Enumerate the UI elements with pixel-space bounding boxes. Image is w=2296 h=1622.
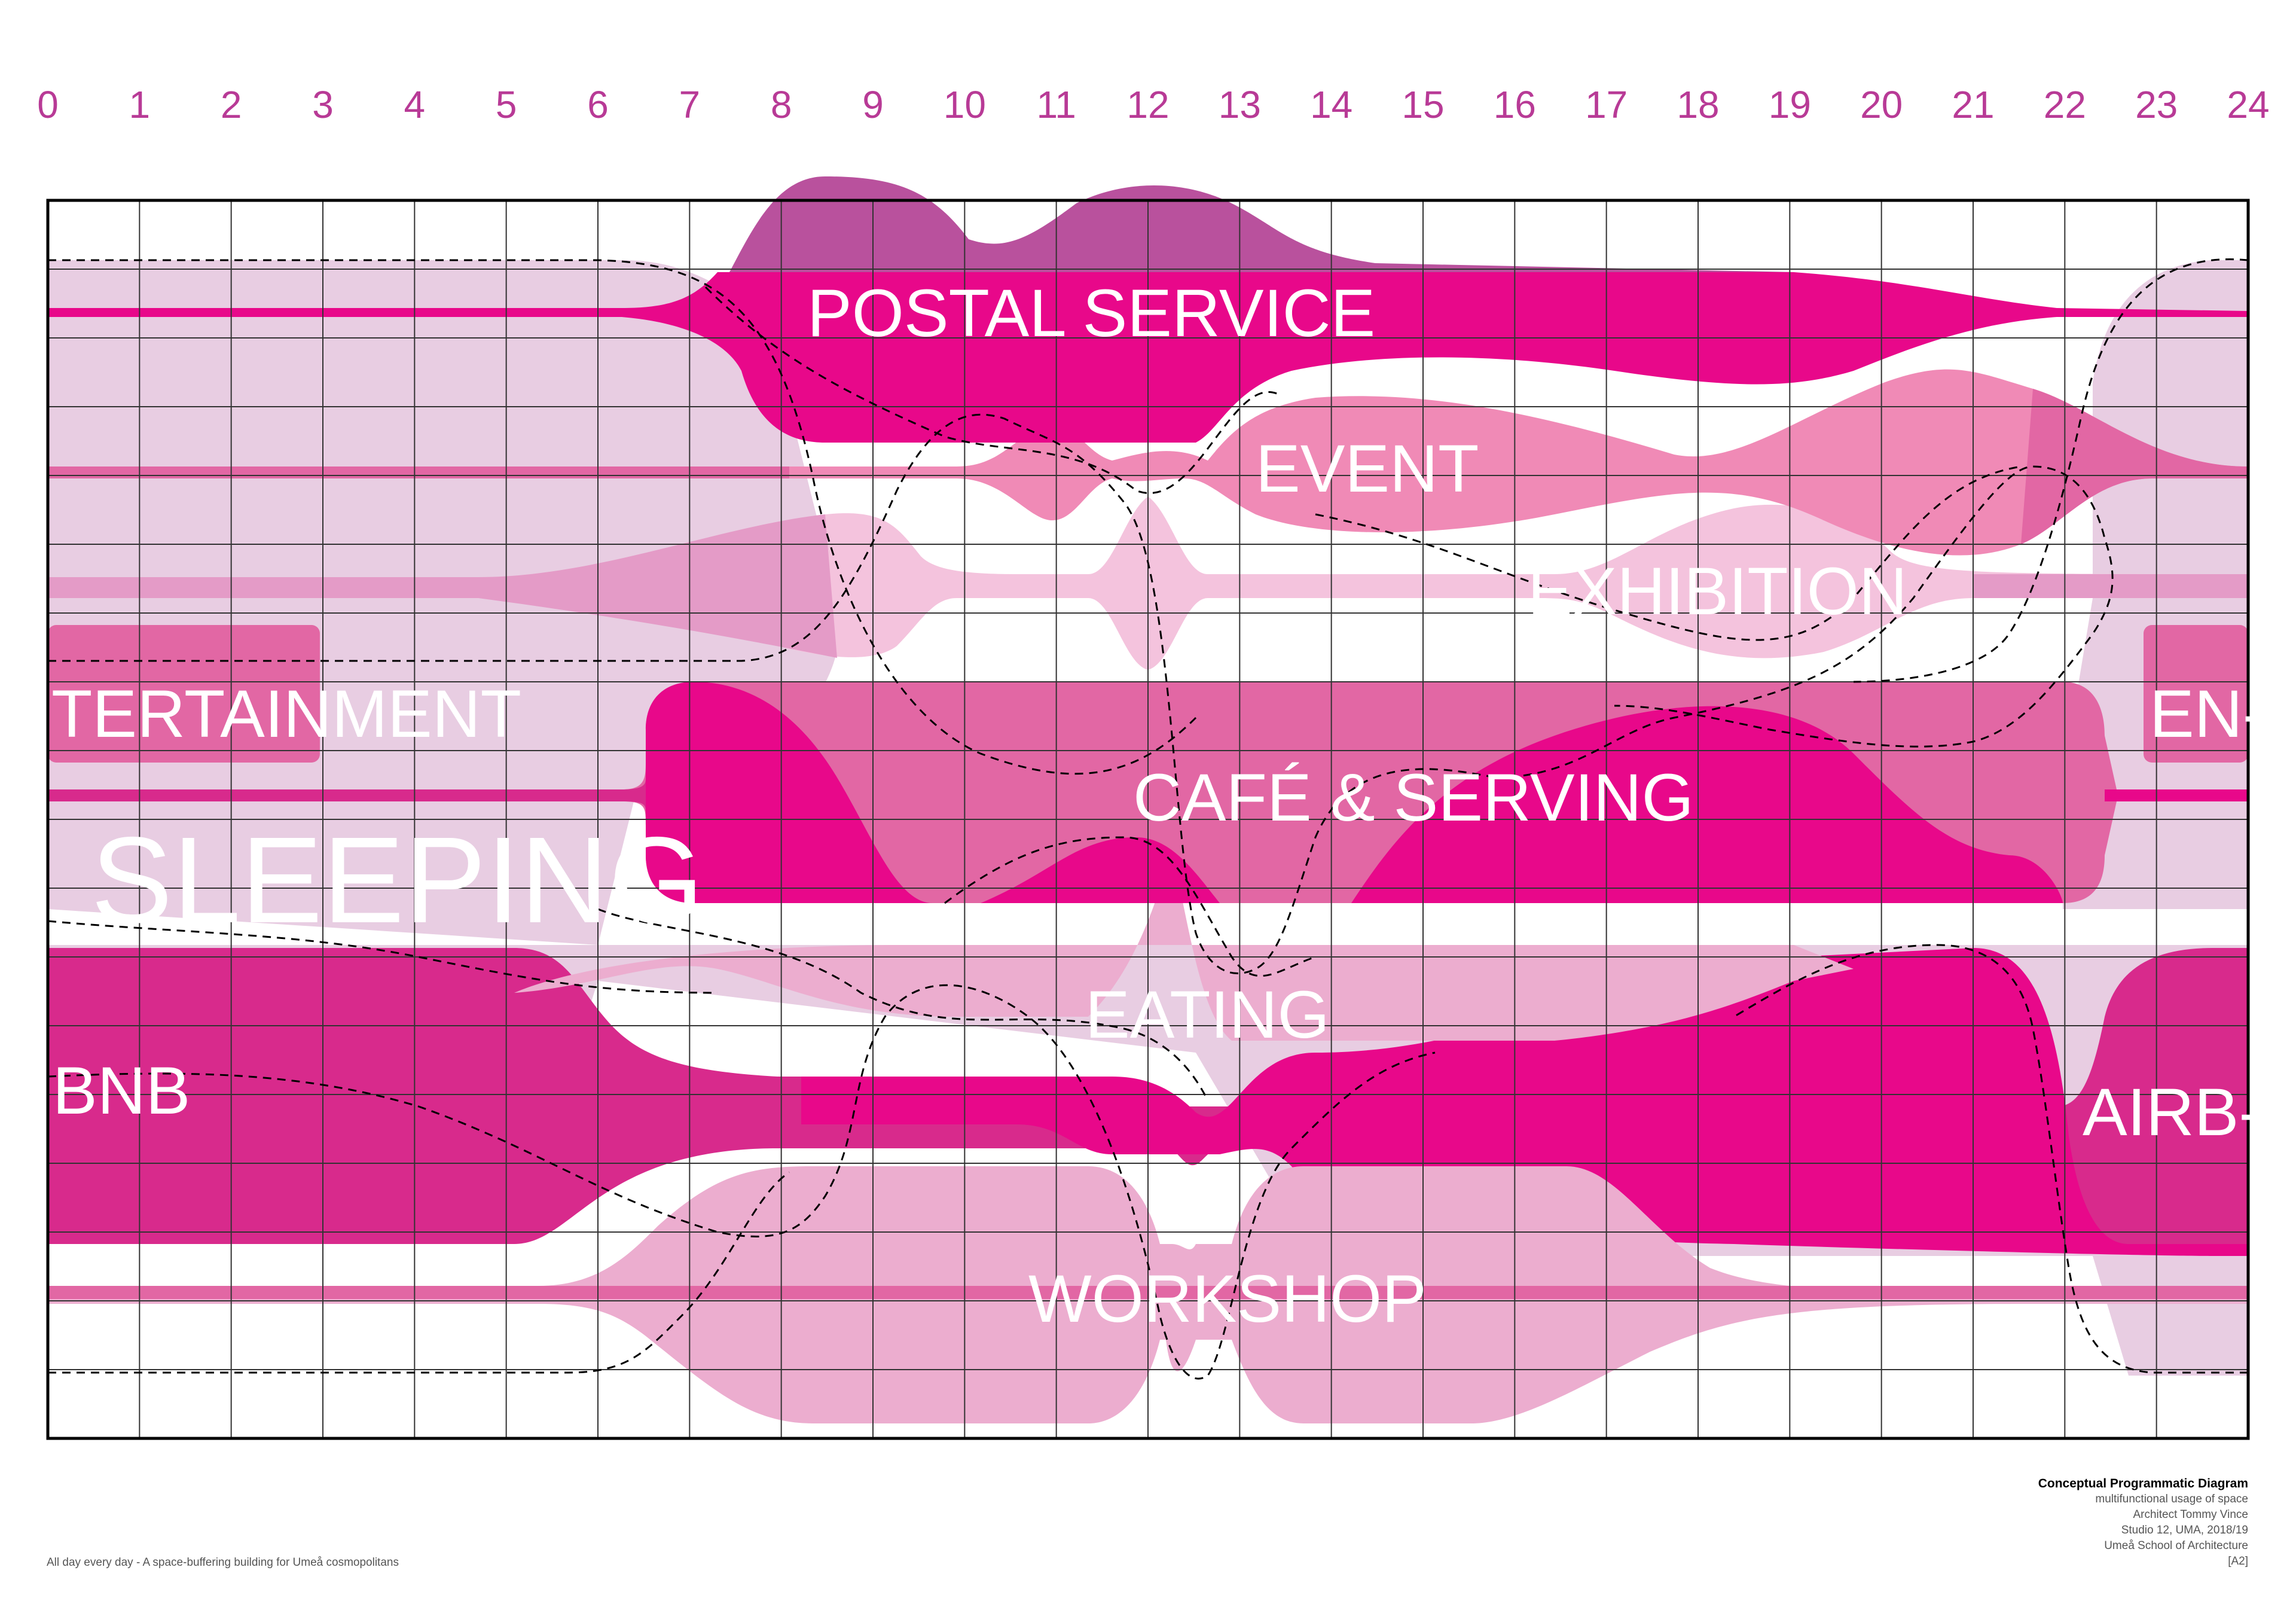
hour-label: 9 — [862, 83, 884, 126]
airbnb-magenta-band — [801, 948, 2248, 1256]
hour-label: 18 — [1677, 83, 1719, 126]
hour-label: 13 — [1219, 83, 1261, 126]
credits-line: Studio 12, UMA, 2018/19 — [2121, 1524, 2248, 1536]
exhibition-right-strip — [1973, 574, 2248, 598]
grid — [48, 200, 2248, 1438]
label-exhibition: EXHIBITION — [1528, 554, 1907, 629]
hour-label: 10 — [944, 83, 986, 126]
label-entertainment-right: EN- — [2150, 676, 2265, 751]
credits-line: multifunctional usage of space — [2095, 1493, 2248, 1505]
dashed-line-bnb — [47, 984, 1436, 1380]
label-eating: EATING — [1085, 977, 1330, 1052]
label-bnb-left: BNB — [53, 1053, 190, 1128]
dashed-line-workshop-left — [47, 920, 718, 994]
label-event: EVENT — [1256, 431, 1479, 506]
hour-label: 12 — [1126, 83, 1169, 126]
dashed-line-right-top — [1853, 258, 2249, 683]
credits-block: Conceptual Programmatic Diagram multifun… — [1830, 1476, 2248, 1569]
label-bnb-right: AIRB- — [2083, 1075, 2261, 1150]
credits-line: [A2] — [2228, 1555, 2248, 1568]
dashed-line-cafe-low — [944, 836, 1316, 977]
eating-band — [514, 849, 1854, 1041]
hour-label: 7 — [679, 83, 701, 126]
cafe-right-strip — [2105, 789, 2248, 801]
label-postal-service: POSTAL SERVICE — [807, 276, 1375, 350]
hour-label: 5 — [496, 83, 517, 126]
label-workshop: WORKSHOP — [1028, 1261, 1427, 1336]
hour-label: 23 — [2135, 83, 2178, 126]
hour-label: 2 — [221, 83, 242, 126]
dashed-line-post-curve — [704, 286, 1280, 494]
dashed-line-eating — [597, 908, 1209, 1101]
hour-label: 14 — [1310, 83, 1352, 126]
hour-label: 6 — [587, 83, 609, 126]
hour-label: 21 — [1952, 83, 1994, 126]
entertainment-left-band — [48, 625, 320, 763]
dashed-line-right-bottom — [1733, 944, 2248, 1374]
dashed-line-exhibition — [1315, 465, 2022, 641]
label-entertainment-left: TERTAINMENT — [51, 676, 521, 751]
cafe-magenta-mid — [981, 837, 1220, 903]
hour-label: 15 — [1402, 83, 1444, 126]
label-sleeping: SLEEPING — [91, 812, 704, 949]
hour-label: 22 — [2044, 83, 2086, 126]
dashed-line-mid — [48, 413, 1495, 974]
tagline: All day every day - A space-buffering bu… — [47, 1556, 399, 1569]
postal-top-purple — [729, 176, 1794, 272]
dashed-line-bottom — [48, 1171, 790, 1374]
label-cafe-serving: CAFÉ & SERVING — [1133, 760, 1694, 835]
credits-line: Architect Tommy Vince — [2133, 1508, 2248, 1521]
hour-label: 19 — [1769, 83, 1811, 126]
hour-label: 1 — [129, 83, 151, 126]
dashed-line-right-loop — [1494, 465, 2114, 779]
flow-dashed-lines — [47, 258, 2249, 1380]
hour-label: 20 — [1860, 83, 1903, 126]
hour-label: 0 — [37, 83, 59, 126]
dashed-line-sleeping-top — [48, 259, 1197, 775]
hour-label: 16 — [1494, 83, 1536, 126]
cafe-deep-strip-left — [48, 778, 646, 813]
cafe-magenta-left — [646, 682, 933, 903]
credits-line: Umeå School of Architecture — [2104, 1539, 2248, 1552]
hour-label: 8 — [771, 83, 792, 126]
entertainment-right-band — [2144, 625, 2248, 763]
event-right-darker — [2021, 389, 2248, 544]
event-thin-left — [48, 467, 789, 478]
sleeping-pale-area — [48, 260, 841, 945]
credits-title: Conceptual Programmatic Diagram — [2038, 1477, 2248, 1490]
cafe-magenta-right — [1351, 706, 2063, 903]
hour-label: 11 — [1036, 83, 1076, 126]
hour-label: 24 — [2227, 83, 2269, 126]
diagram-frame-border — [46, 199, 2250, 1440]
exhibition-darker-left — [48, 514, 837, 658]
hour-label: 4 — [404, 83, 426, 126]
hour-label: 17 — [1585, 83, 1628, 126]
hour-label: 3 — [312, 83, 334, 126]
